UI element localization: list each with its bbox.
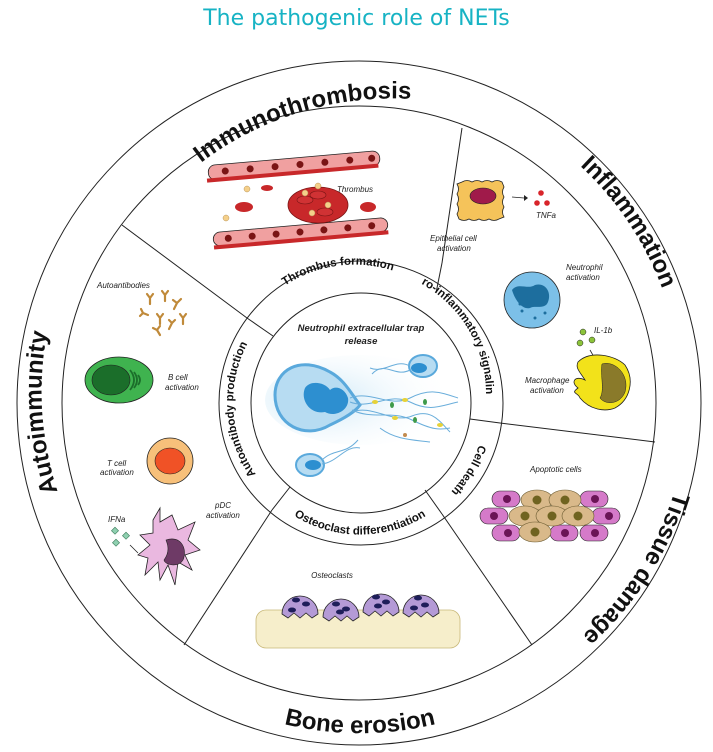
mechanism-cell-death: Cell death [449, 444, 488, 498]
caption-autoantibodies: Autoantibodies [96, 281, 150, 290]
mid-divider-2 [469, 418, 501, 424]
outer-ring [16, 60, 702, 746]
divider-inflam-tissue [499, 422, 656, 443]
caption-tnfa: TNFa [536, 211, 557, 220]
caption-il1b: IL-1b [594, 326, 613, 335]
caption-osteoclasts: Osteoclasts [311, 571, 353, 580]
divider-immuno-inflam [441, 127, 463, 264]
caption-tcell-1: T cell [107, 459, 126, 468]
caption-pdc-2: activation [206, 511, 240, 520]
figure-title: The pathogenic role of NETs [203, 6, 510, 31]
caption-macrophage-2: activation [530, 386, 564, 395]
mechanism-ring-inner [250, 292, 472, 514]
caption-bcell-1: B cell [168, 373, 188, 382]
autoantibody-icons [138, 289, 188, 337]
apoptotic-cells-illustration: Apoptotic cells [479, 465, 621, 543]
mechanism-ring-outer [218, 260, 504, 546]
il1b-icon [576, 328, 596, 347]
caption-tcell-2: activation [100, 468, 134, 477]
caption-epithelial-2: activation [437, 244, 471, 253]
divider-auto-immuno [121, 224, 248, 319]
sector-label-bone-erosion: Bone erosion [283, 704, 438, 740]
caption-neutrophil-2: activation [566, 273, 600, 282]
ifna-icon [111, 526, 130, 547]
net-granules [372, 398, 443, 437]
inflammation-illustration: TNFa Epithelial cell activation Neutroph… [430, 180, 631, 411]
sector-ring [61, 105, 657, 701]
mechanism-thrombus-formation: Thrombus formation [280, 256, 395, 289]
mid-divider-4 [271, 486, 291, 511]
autoimmunity-illustration: Autoantibodies B cell activation T cell … [84, 281, 240, 586]
osteoclasts-illustration: Osteoclasts [255, 571, 461, 649]
caption-thrombus: Thrombus [337, 185, 373, 194]
vessel-wall-upper [207, 150, 381, 181]
caption-pdc-1: pDC [214, 501, 231, 510]
mid-divider-5 [246, 317, 274, 337]
caption-macrophage-1: Macrophage [525, 376, 570, 385]
mechanism-autoantibody-production: Autoantibody production [224, 340, 258, 480]
caption-neutrophil-1: Neutrophil [566, 263, 603, 272]
caption-bcell-2: activation [165, 383, 199, 392]
caption-apoptotic-cells: Apoptotic cells [529, 465, 582, 474]
sector-label-autoimmunity: Autoimmunity [20, 328, 63, 498]
divider-tissue-bone [441, 513, 533, 646]
divider-bone-auto [183, 509, 273, 646]
caption-ifna: IFNa [108, 515, 126, 524]
caption-epithelial-1: Epithelial cell [430, 234, 477, 243]
mechanism-pro-inflammatory-signaling: Pro-inflammatory signaling [0, 0, 495, 394]
mid-divider-3 [424, 489, 443, 515]
center-caption-line2: release [345, 336, 378, 347]
thrombus-illustration: Thrombus [206, 150, 389, 250]
mid-divider-1 [435, 262, 443, 294]
tnfa-icon [534, 190, 550, 206]
center-caption-line1: Neutrophil extracellular trap [298, 323, 425, 334]
net-release-illustration: Neutrophil extracellular trap release [265, 323, 459, 477]
